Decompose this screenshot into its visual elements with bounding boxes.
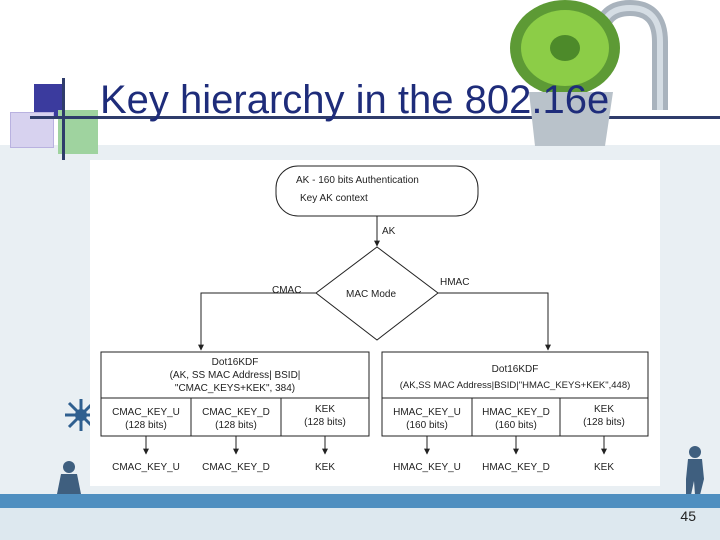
cmac-label: CMAC [272,285,301,296]
right-key-cell [381,397,473,437]
ak-box-line1: AK - 160 bits Authentication [296,175,419,186]
right-kdf-line1: Dot16KDF [492,364,539,375]
mac-mode-diamond [315,246,439,341]
right-key-name: HMAC_KEY_U [393,407,461,418]
mac-mode-label: MAC Mode [346,289,396,300]
right-output-label: HMAC_KEY_U [393,462,461,473]
right-key-size: (160 bits) [406,420,448,431]
right-key-size: (160 bits) [495,420,537,431]
left-output-label: KEK [315,462,335,473]
child-silhouette-icon [57,461,81,494]
left-kdf-line3: "CMAC_KEYS+KEK", 384) [175,383,295,394]
title-underline [30,116,720,119]
left-key-name: CMAC_KEY_D [202,407,270,418]
left-key-size: (128 bits) [215,420,257,431]
left-kdf-line1: Dot16KDF [212,357,259,368]
ak-box [275,165,479,217]
footer-band [0,508,720,540]
padlock-icon [510,0,668,146]
left-key-name: CMAC_KEY_U [112,407,180,418]
right-output-label: HMAC_KEY_D [482,462,550,473]
decorative-line [62,78,65,160]
right-key-name: KEK [594,404,614,415]
ak-box-line2: Key AK context [300,193,368,204]
hmac-branch-line [438,292,551,351]
ak-label: AK [382,226,396,237]
right-kdf-line2: (AK,SS MAC Address|BSID|"HMAC_KEYS+KEK",… [400,380,631,391]
right-key-size: (128 bits) [583,417,625,428]
left-key-cell [280,397,370,437]
footer-stripe [0,494,720,508]
key-hierarchy-diagram: AK - 160 bits Authentication Key AK cont… [90,160,660,486]
slide-title: Key hierarchy in the 802.16e [100,78,610,122]
child-silhouette-icon [686,446,704,495]
right-kdf-box [381,351,649,399]
left-output-label: CMAC_KEY_D [202,462,270,473]
hmac-label: HMAC [440,277,469,288]
cmac-branch-line [198,292,316,351]
right-output-label: KEK [594,462,614,473]
left-key-name: KEK [315,404,335,415]
left-output-label: CMAC_KEY_U [112,462,180,473]
left-kdf-box [100,351,370,399]
right-key-name: HMAC_KEY_D [482,407,550,418]
left-key-size: (128 bits) [304,417,346,428]
right-key-cell [471,397,561,437]
page-number: 45 [680,508,696,524]
left-kdf-line2: (AK, SS MAC Address| BSID| [170,370,301,381]
right-key-cell [559,397,649,437]
left-key-size: (128 bits) [125,420,167,431]
